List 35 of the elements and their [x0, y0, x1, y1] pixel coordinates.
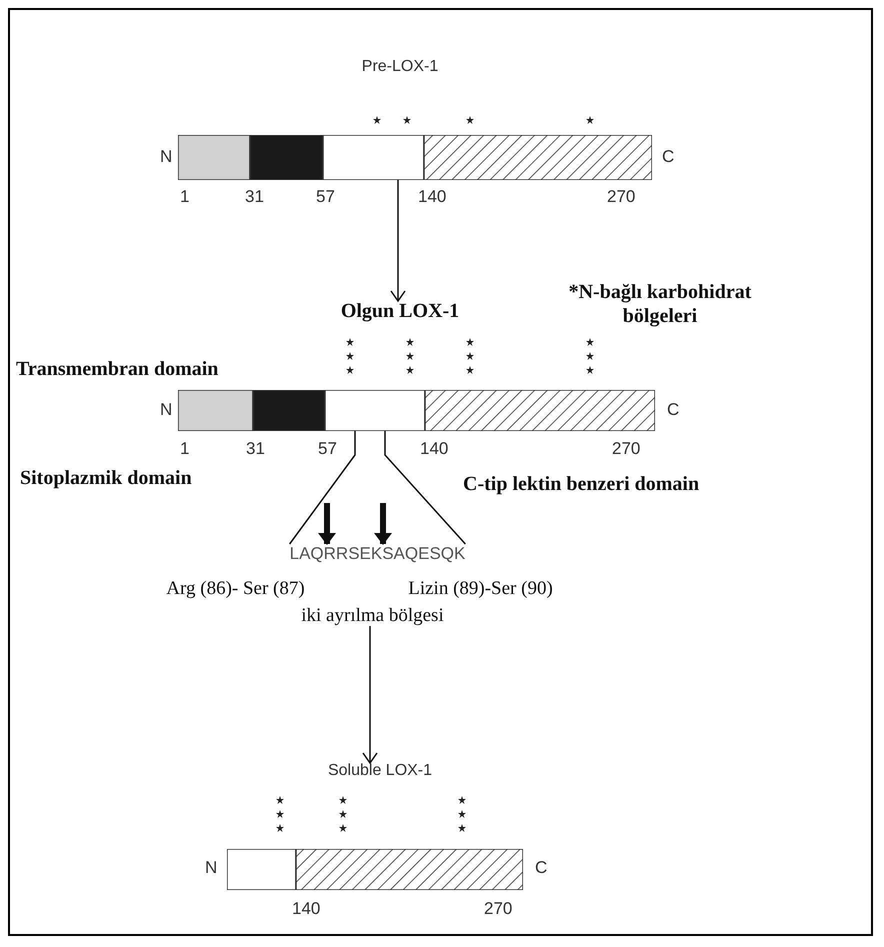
caption-text: iki ayrılma bölgesi [250, 604, 495, 628]
terminus-label: N [205, 858, 218, 878]
position-number: 31 [245, 187, 264, 207]
cleavage-site-label: Arg (86)- Ser (87) [128, 577, 343, 601]
position-number: 140 [418, 187, 446, 207]
domain-label: Sitoplazmik domain [20, 466, 192, 490]
position-number: 57 [316, 187, 335, 207]
thick-arrow [374, 503, 392, 545]
position-number: 270 [612, 439, 640, 459]
cleavage-site-label: Lizin (89)-Ser (90) [368, 577, 593, 601]
protein-title: Pre-LOX-1 [362, 58, 438, 76]
connector-line [289, 431, 356, 544]
note-text: *N-bağlı karbohidrat bölgeleri [568, 280, 752, 328]
arrow [390, 180, 406, 302]
arrow [362, 626, 378, 764]
position-number: 1 [180, 187, 190, 207]
terminus-label: C [662, 147, 674, 167]
protein-title: Olgun LOX-1 [340, 300, 460, 323]
connector-line [384, 431, 466, 544]
position-number: 1 [180, 439, 190, 459]
thick-arrow [318, 503, 336, 545]
position-number: 140 [292, 899, 320, 919]
terminus-label: C [535, 858, 548, 878]
position-number: 140 [420, 439, 448, 459]
terminus-label: C [667, 400, 680, 420]
position-number: 57 [318, 439, 337, 459]
terminus-label: N [160, 147, 172, 167]
domain-label: Transmembran domain [16, 357, 218, 381]
protein-title: Soluble LOX-1 [328, 762, 432, 780]
position-number: 31 [246, 439, 265, 459]
position-number: 270 [607, 187, 636, 207]
terminus-label: N [160, 400, 172, 420]
amino-acid-sequence: LAQRRSEKSAQESQK [195, 540, 560, 568]
domain-label: C-tip lektin benzeri domain [463, 472, 700, 496]
position-number: 270 [484, 899, 512, 919]
